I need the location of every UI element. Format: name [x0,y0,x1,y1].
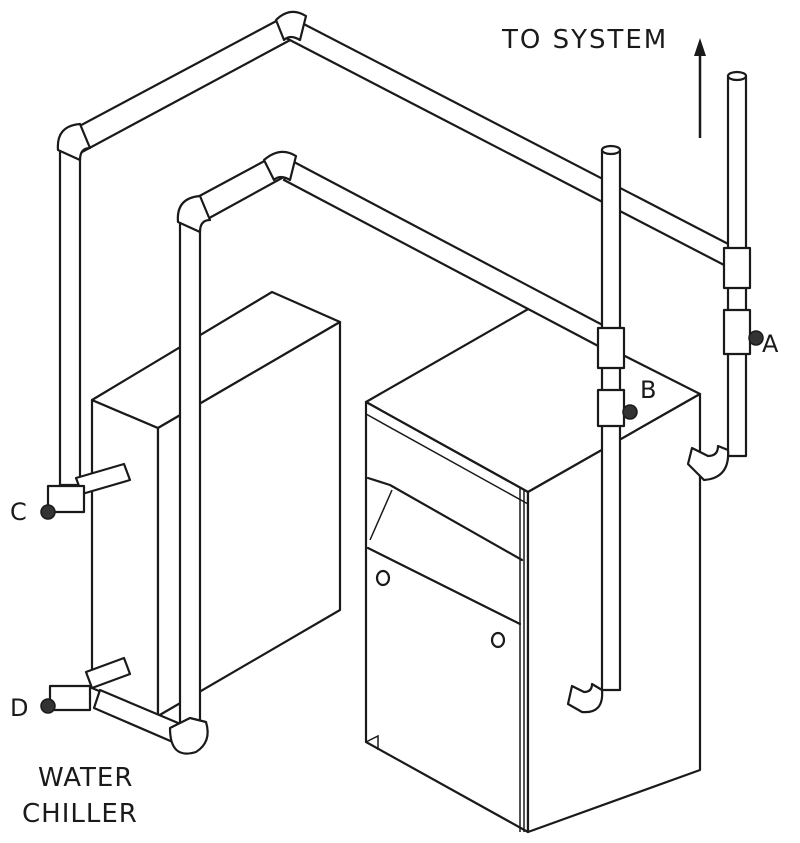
pipe-elbow [274,10,308,42]
pipe-open-end [726,70,748,82]
pipe-stub [84,656,132,690]
pipe-elbow [262,150,298,182]
pipe-segment [178,220,202,729]
water-chiller-unit [90,290,342,718]
pipe-tee [596,326,626,370]
valve-handle-b [622,404,638,420]
label-valve-b: B [640,376,656,404]
label-chiller-line1: WATER [38,763,133,793]
pipe-open-end [600,144,622,156]
valve-handle-c [40,504,56,520]
cabinet-recess-bottom [366,546,522,626]
label-valve-c: C [10,498,27,526]
valve-body [722,308,752,356]
label-to-system: TO SYSTEM [501,25,668,55]
label-chiller-line2: CHILLER [22,799,138,829]
pipe-elbow [566,682,604,714]
cabinet-base [365,734,379,750]
cabinet-recess-side [369,489,393,541]
label-valve-d: D [10,694,28,722]
pipe-segment [284,18,738,268]
pipe-segment [70,16,296,154]
pipe-elbow [686,444,730,482]
pipe-elbow [168,716,209,755]
label-valve-a: A [762,330,779,358]
valve-handle-a [748,330,764,346]
pipe-tee [722,246,752,290]
valve-handle-d [40,698,56,714]
inner-pipe-loop [92,150,614,755]
cabinet-top-trim [365,413,529,505]
flow-arrow-head [694,38,706,56]
cabinet-hole [375,569,391,587]
valve-body [596,388,626,428]
valve-body [48,684,92,712]
cabinet-hole [490,631,506,649]
riser-pipes [566,70,752,714]
chiller-connections [46,462,132,712]
flow-arrow [694,38,706,138]
cabinet-recess-top [366,476,524,562]
outer-pipe-loop [56,10,738,487]
chiller-side-face [156,320,342,718]
pipe-elbow [176,194,212,234]
pipe-elbow [56,122,92,162]
pipe-segment [58,148,82,487]
